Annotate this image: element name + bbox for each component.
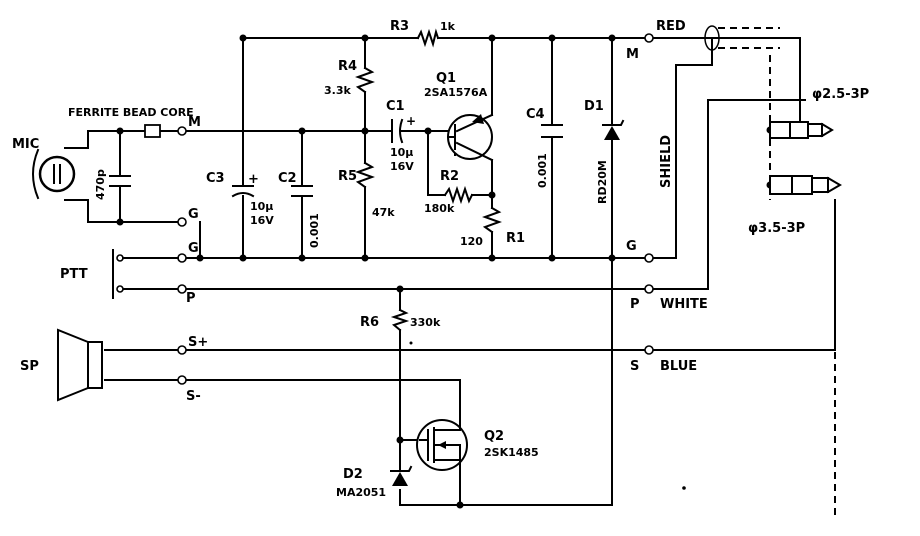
label-sp: SP — [20, 359, 39, 374]
terminal-s-plus — [177, 345, 187, 355]
label-r2-val: 180k — [424, 202, 455, 215]
ferrite-bead — [144, 124, 161, 138]
label-r3-val: 1k — [440, 20, 456, 33]
terminal-g2 — [177, 253, 187, 263]
terminal-s-minus — [177, 375, 187, 385]
label-c1-val-1: 10µ — [390, 146, 413, 159]
label-r3: R3 — [390, 19, 409, 34]
label-q1-part: 2SA1576A — [424, 86, 488, 99]
resistor-r6 — [390, 308, 410, 332]
mosfet-q2 — [416, 414, 468, 476]
terminal-m-left — [177, 126, 187, 136]
terminal-label-g2: G — [188, 241, 199, 256]
scan-speck — [682, 486, 686, 490]
capacitor-c1: + — [385, 114, 416, 144]
label-c3: C3 — [206, 171, 225, 186]
terminal-g-right — [644, 253, 654, 263]
label-r5: R5 — [338, 169, 357, 184]
terminal-s-right — [644, 345, 654, 355]
labels: MIC FERRITE BEAD CORE 470p PTT SP C3 10µ… — [12, 19, 869, 499]
label-d1-part: RD20M — [596, 160, 609, 204]
resistor-r1 — [482, 206, 502, 234]
ptt-switch — [112, 249, 179, 299]
svg-text:+: + — [248, 172, 259, 187]
resistor-r2 — [443, 185, 474, 205]
terminals — [177, 33, 654, 385]
microphone-symbol — [32, 148, 76, 200]
terminal-p-left — [177, 284, 187, 294]
terminal-label-p-left: P — [186, 291, 196, 306]
terminal-label-s-minus: S- — [186, 389, 201, 404]
transistor-q1 — [447, 113, 494, 162]
label-jack25: φ2.5-3P — [812, 87, 869, 102]
label-r4-val: 3.3k — [324, 84, 351, 97]
label-d2-part: MA2051 — [336, 486, 386, 499]
wires — [64, 37, 836, 506]
scan-speck — [409, 341, 413, 345]
capacitor-c4 — [541, 124, 563, 138]
label-r6-val: 330k — [410, 316, 441, 329]
jack-3-5mm — [769, 175, 842, 195]
label-d1: D1 — [584, 99, 604, 114]
terminal-label-g1: G — [188, 207, 199, 222]
label-r1-val: 120 — [460, 235, 483, 248]
label-mic: MIC — [12, 137, 39, 152]
label-r5-val: 47k — [372, 206, 395, 219]
capacitor-c3: + — [231, 172, 259, 198]
label-blue: BLUE — [660, 359, 697, 374]
label-r4: R4 — [338, 59, 357, 74]
terminal-label-g-right: G — [626, 239, 637, 254]
terminal-label-s-right: S — [630, 359, 639, 374]
label-jack35: φ3.5-3P — [748, 221, 805, 236]
speaker-symbol — [57, 328, 103, 402]
label-c3-val-2: 16V — [250, 214, 274, 227]
resistor-r3 — [416, 28, 440, 48]
label-r1: R1 — [506, 231, 525, 246]
terminal-label-s-plus: S+ — [188, 335, 208, 350]
label-d2: D2 — [343, 467, 363, 482]
capacitor-470p — [109, 175, 131, 187]
zener-diode-d2 — [390, 465, 413, 486]
label-q2: Q2 — [484, 429, 504, 444]
label-c4-val: 0.001 — [536, 153, 549, 188]
capacitor-c2 — [291, 185, 313, 197]
label-r2: R2 — [440, 169, 459, 184]
label-c1: C1 — [386, 99, 405, 114]
label-ferrite: FERRITE BEAD CORE — [68, 106, 194, 119]
label-cap470: 470p — [94, 169, 107, 200]
label-q1: Q1 — [436, 71, 456, 86]
label-q2-part: 2SK1485 — [484, 446, 539, 459]
svg-text:+: + — [406, 114, 416, 128]
resistor-r4 — [355, 66, 375, 94]
cable-shield-loop — [704, 25, 720, 51]
terminal-p-right — [644, 284, 654, 294]
label-c1-val-2: 16V — [390, 160, 414, 173]
terminal-label-m-right: M — [626, 47, 639, 62]
terminal-label-p-right: P — [630, 297, 640, 312]
zener-diode-d1 — [602, 119, 625, 140]
label-c2: C2 — [278, 171, 297, 186]
terminal-g1 — [177, 217, 187, 227]
label-c4: C4 — [526, 107, 545, 122]
terminal-m-right — [644, 33, 654, 43]
label-c3-val-1: 10µ — [250, 200, 273, 213]
resistor-r5 — [355, 161, 375, 189]
cable-shield-dashes — [718, 27, 780, 49]
terminal-label-m-left: M — [188, 115, 201, 130]
label-c2-val: 0.001 — [308, 213, 321, 248]
label-red: RED — [656, 19, 686, 34]
label-white: WHITE — [660, 297, 708, 312]
jack-2-5mm — [769, 121, 834, 139]
label-ptt: PTT — [60, 267, 88, 282]
label-shield: SHIELD — [659, 135, 674, 188]
label-r6: R6 — [360, 315, 379, 330]
